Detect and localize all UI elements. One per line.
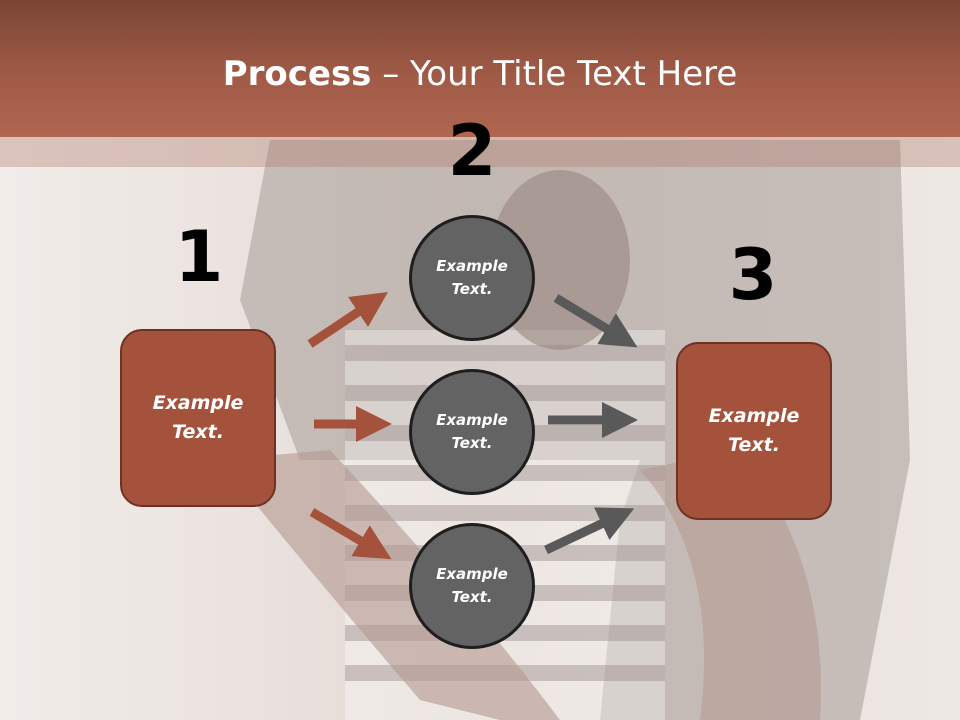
- step-number-1: 1: [174, 216, 224, 298]
- arrow-box1-to-node1: [307, 292, 388, 348]
- slide-title: Process – Your Title Text Here: [0, 52, 960, 96]
- step-box-1: Example Text.: [120, 329, 276, 507]
- node-circle-3: Example Text.: [409, 523, 535, 649]
- title-bar: [0, 0, 960, 137]
- arrow-box1-to-node3: [309, 508, 392, 560]
- slide-title-rest: – Your Title Text Here: [371, 54, 738, 94]
- node-circle-2: Example Text.: [409, 369, 535, 495]
- arrow-node1-to-box3: [553, 294, 638, 348]
- step-box-3-text: Example Text.: [708, 405, 800, 456]
- node-circle-2-text: Example Text.: [436, 411, 508, 452]
- title-bar-fade: [0, 137, 960, 167]
- slide-title-bold: Process: [222, 54, 372, 94]
- step-box-3: Example Text.: [676, 342, 832, 520]
- step-box-1-text: Example Text.: [152, 392, 244, 443]
- step-number-3: 3: [728, 234, 778, 316]
- arrow-node3-to-box3: [544, 507, 635, 555]
- node-circle-1-text: Example Text.: [436, 257, 508, 298]
- step-number-2: 2: [447, 110, 497, 192]
- node-circle-1: Example Text.: [409, 215, 535, 341]
- node-circle-3-text: Example Text.: [436, 565, 508, 606]
